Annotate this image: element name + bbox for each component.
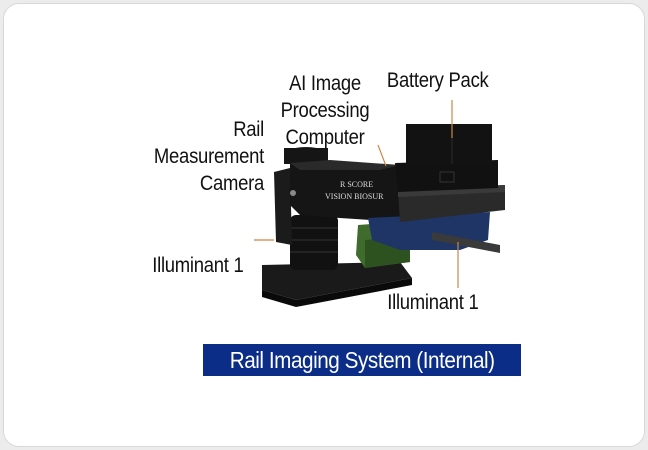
device-model-text: VISION BIOSUR [325,192,384,201]
battery-pack [406,124,492,164]
label-illuminant-left: Illuminant 1 [152,254,244,277]
computer-arm [290,163,400,222]
label-illuminant-right: Illuminant 1 [387,291,479,314]
camera-lens-stack [290,215,338,270]
label-computer: AI Image Processing Computer [280,72,370,149]
computer-box [395,160,498,192]
device-brand-text: R SCORE [340,180,373,189]
right-illuminant-bar [432,232,500,253]
label-battery: Battery Pack [386,69,489,92]
base-plate [262,262,412,300]
title-banner: Rail Imaging System (Internal) [203,344,521,376]
leader-lines [254,100,459,288]
camera-housing [274,168,292,245]
label-camera: Rail Measurement Camera [153,118,264,195]
